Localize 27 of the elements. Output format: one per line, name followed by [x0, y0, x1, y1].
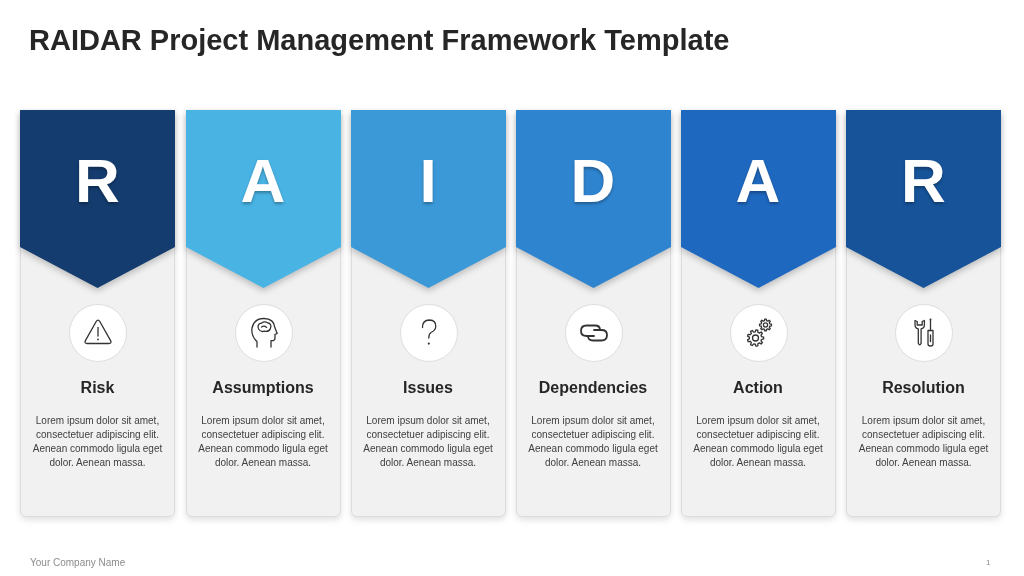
card-panel: [515, 110, 671, 517]
card-panel: [20, 110, 175, 517]
card-panel: [350, 110, 506, 517]
banner-letter: I: [419, 148, 437, 214]
card-heading: Resolution: [881, 379, 966, 397]
footer-text: Your Company Name: [30, 557, 126, 568]
card-description: Lorem ipsum dolor sit amet, consectetuer adipiscing elit. Aenean commodo ligula eget dolor. Aenean massa.: [857, 414, 990, 470]
card-description: Lorem ipsum dolor sit amet, consectetuer adipiscing elit. Aenean commodo ligula eget dolor. Aenean massa.: [31, 414, 164, 470]
banner-letter: A: [240, 148, 286, 214]
card-heading: Issues: [402, 379, 454, 397]
card-heading: Assumptions: [211, 379, 315, 397]
banner-letter: R: [901, 148, 946, 214]
card-heading: Risk: [79, 379, 116, 397]
page-number: 1: [986, 558, 991, 567]
card-panel: [846, 110, 1001, 517]
banner-letter: D: [570, 148, 616, 214]
card-heading: Dependencies: [537, 379, 649, 397]
card-panel: [680, 110, 836, 517]
card-description: Lorem ipsum dolor sit amet, consectetuer adipiscing elit. Aenean commodo ligula eget dolor. Aenean massa.: [692, 414, 824, 470]
card-panel: [185, 110, 341, 517]
card-description: Lorem ipsum dolor sit amet, consectetuer adipiscing elit. Aenean commodo ligula eget dolor. Aenean massa.: [362, 414, 494, 470]
banner-letter: A: [735, 148, 781, 214]
card-description: Lorem ipsum dolor sit amet, consectetuer adipiscing elit. Aenean commodo ligula eget dolor. Aenean massa.: [527, 414, 659, 470]
card-heading: Action: [732, 379, 784, 397]
card-description: Lorem ipsum dolor sit amet, consectetuer adipiscing elit. Aenean commodo ligula eget dolor. Aenean massa.: [197, 414, 329, 470]
banner-letter: R: [75, 148, 120, 214]
slide-title: RAIDAR Project Management Framework Template: [29, 24, 730, 57]
